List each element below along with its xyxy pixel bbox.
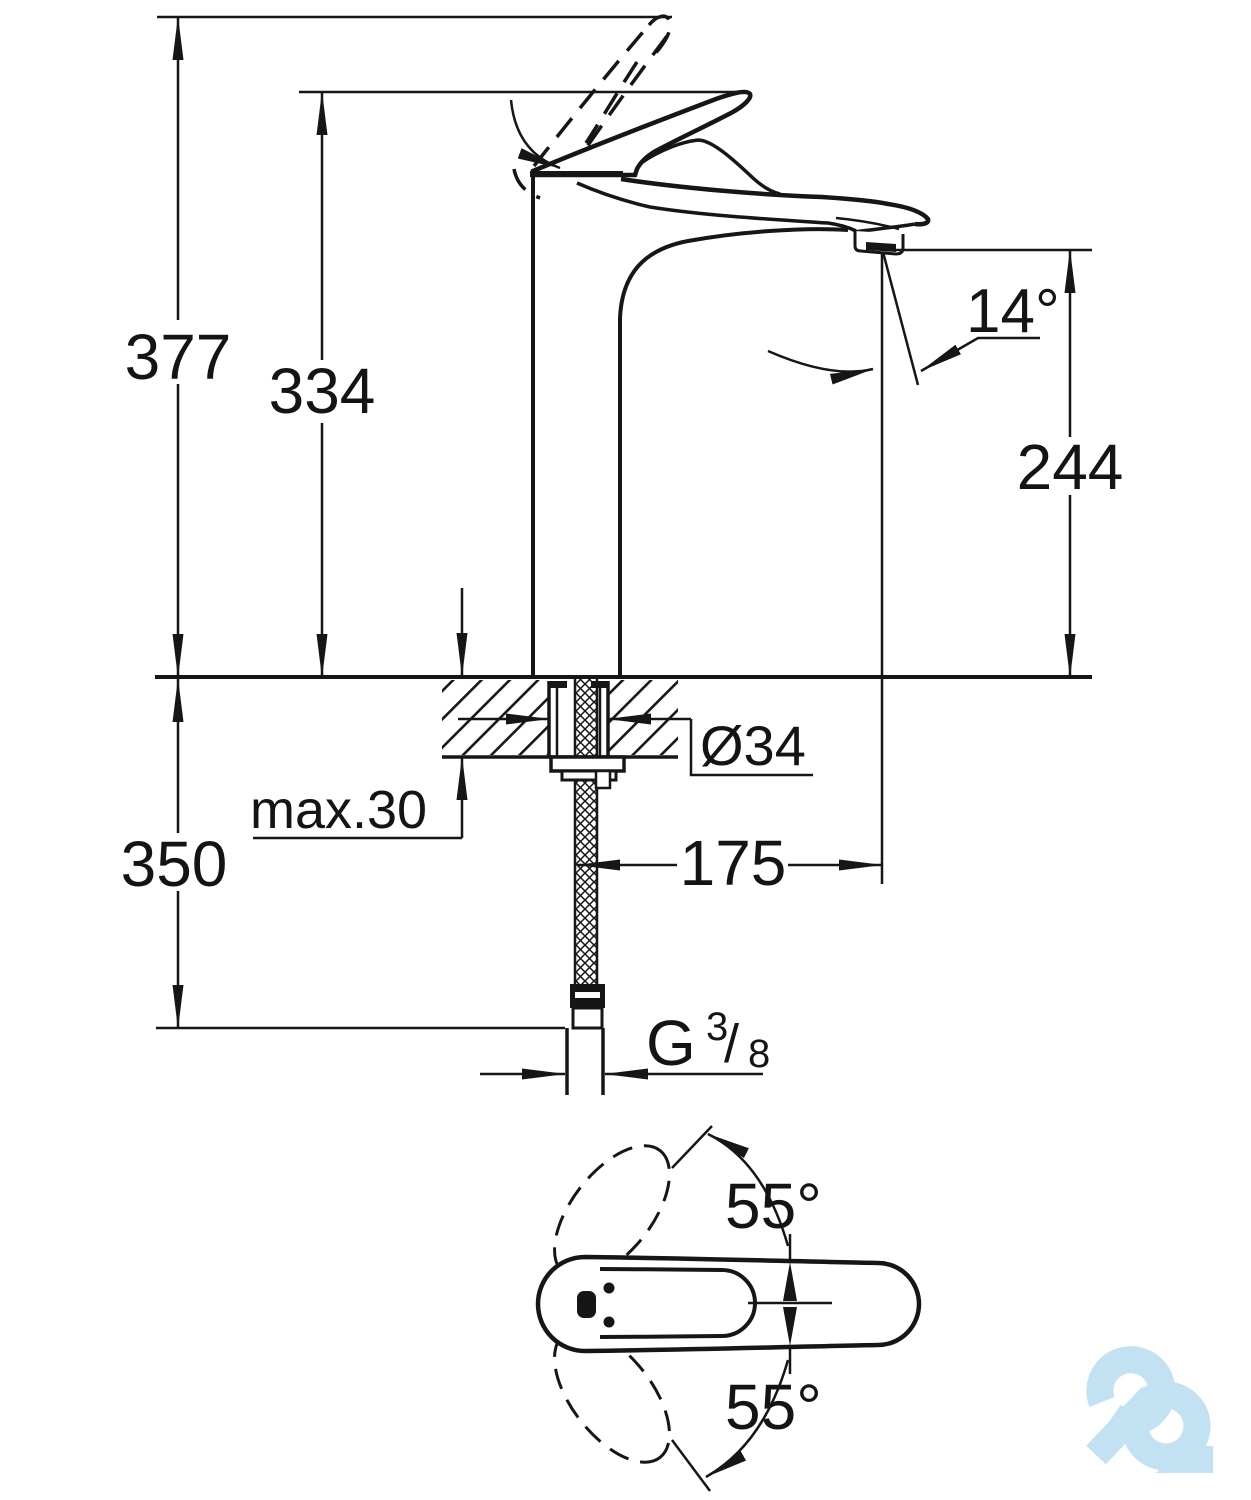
temp-indicator [577,1291,596,1318]
mounting-flange [549,755,626,773]
dim-deck-thickness: max.30 [250,588,468,840]
stream-angle-line [881,251,920,386]
thread-slash: / [724,1014,739,1074]
body-neck-curve [618,227,849,676]
spout-bottom-edge [576,181,857,233]
spout-motion-arc [767,349,874,385]
dim-377-label: 377 [125,321,232,393]
handle-swivel-upper-dashed [553,1144,671,1280]
counter-section [155,675,1092,1095]
handle-top-outline [535,1254,922,1354]
dimensions: 377 334 244 14° 350 [121,15,1124,1080]
dim-max30-label: max.30 [250,780,427,840]
dim-d34-label: Ø34 [700,714,806,777]
thread-g-label: G [646,1007,696,1079]
handle-lever [530,89,753,178]
watermark-right-loop [1121,1381,1211,1471]
thread-numerator: 3 [706,1005,728,1049]
dim-swivel-upper: 55° [671,1125,822,1301]
hose-fitting [571,1006,604,1030]
dim-outlet-height: 244 [890,248,1124,678]
handle-motion-arc [509,99,561,170]
dim-55-upper-label: 55° [725,1170,822,1242]
dim-175-label: 175 [680,827,787,899]
aerator-slot [866,242,896,252]
mounting-nut [560,769,618,782]
handle-top-view: 55° 55° [535,1125,922,1492]
dim-hole-diameter: Ø34 [458,713,813,777]
dim-handle-height: 334 [269,90,747,678]
dim-350-label: 350 [121,828,228,900]
counter-hatch-left [442,680,549,755]
dim-spout-reach: 175 [576,252,884,899]
indicator-dot-top [603,1282,615,1294]
watermark-corner [1156,1446,1213,1473]
indicator-dot-bottom [603,1316,615,1328]
watermark-logo [1086,1346,1213,1473]
counter-hatch-right [608,680,678,755]
dim-swivel-lower: 55° [670,1307,822,1492]
dim-334-label: 334 [269,355,376,427]
spout-top-edge [620,176,931,227]
dim-thread: G 3 / 8 [480,1005,770,1080]
dim-14deg-label: 14° [966,277,1060,346]
dim-55-lower-label: 55° [725,1371,822,1443]
spout-nose [853,222,916,234]
handle-swivel-lower-dashed [553,1328,671,1464]
dim-hose-length: 350 [121,678,565,1030]
faucet-side-view [509,14,931,676]
flex-hose [575,677,597,985]
thread-denominator: 8 [748,1032,770,1076]
dim-spout-angle: 14° [920,277,1060,373]
dim-244-label: 244 [1017,431,1124,503]
handle-rear-fin [640,138,781,196]
dim-overall-height: 377 [125,15,672,678]
